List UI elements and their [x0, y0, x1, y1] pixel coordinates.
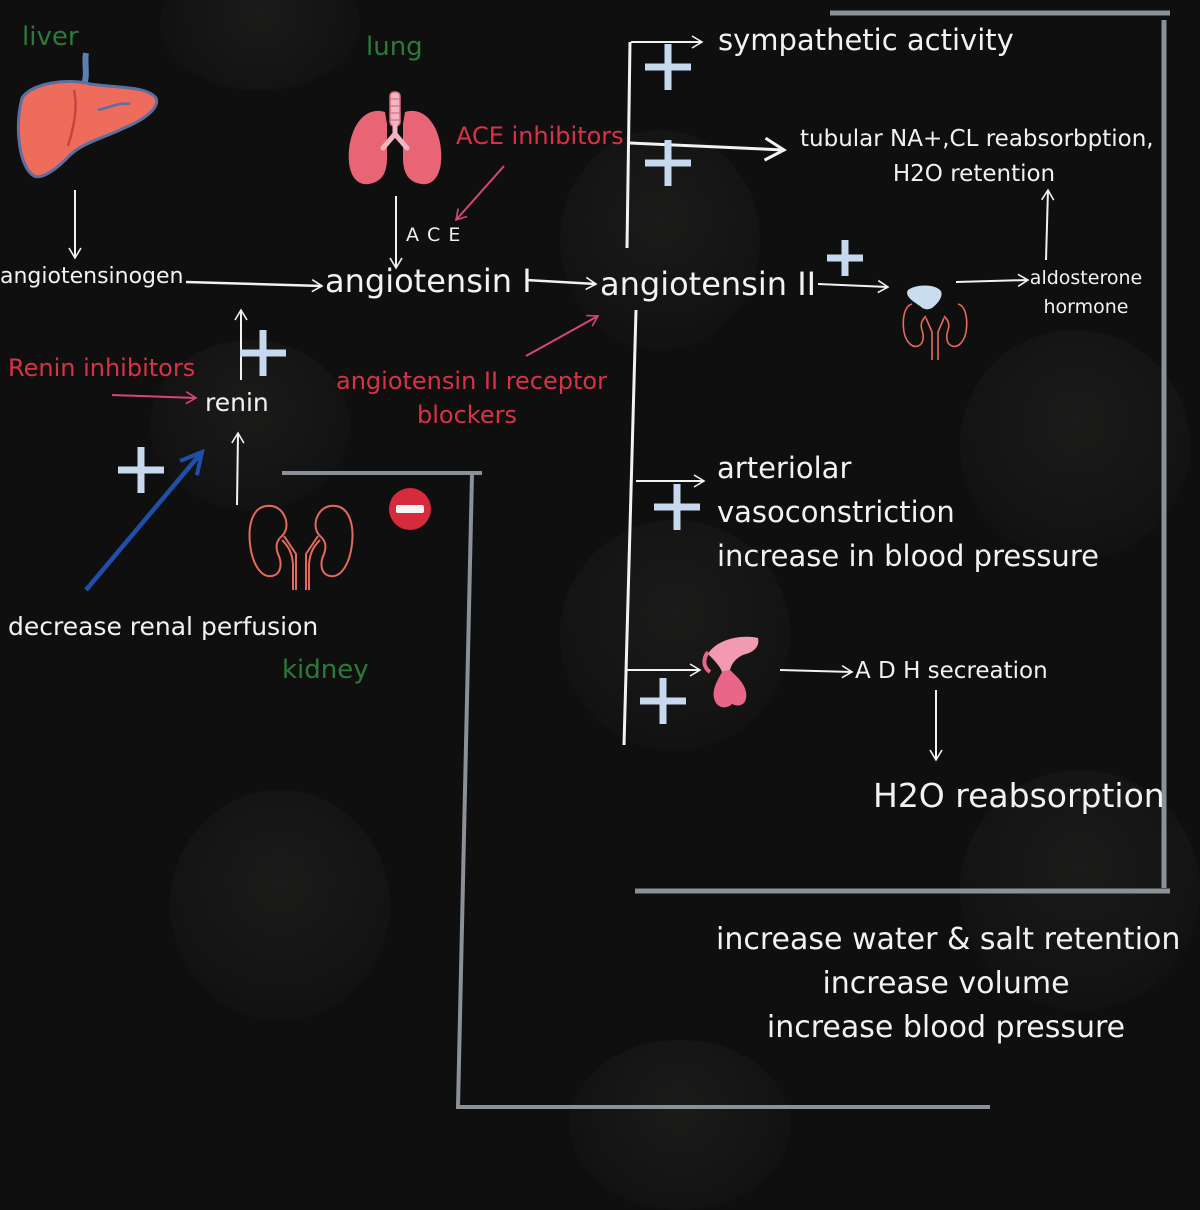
- tubular-line-1: tubular NA+,CL reabsorbption,: [800, 126, 1154, 152]
- node-sympathetic-activity: sympathetic activity: [718, 23, 1014, 57]
- background-disc: [570, 1040, 790, 1210]
- kidney-icon: [248, 504, 354, 590]
- node-angiotensin-ii: angiotensin II: [600, 265, 817, 303]
- background-disc: [560, 520, 790, 750]
- node-tubular-reabsorption: tubular NA+,CL reabsorbption, H2O retent…: [800, 122, 1154, 192]
- plus-sign-sympathetic: [645, 44, 691, 90]
- node-decrease-renal-perfusion: decrease renal perfusion: [8, 612, 319, 641]
- plus-sign-renin: [240, 330, 286, 376]
- renin-inhibitor-arrow: [111, 390, 198, 405]
- plus-sign-adrenal: [827, 240, 863, 276]
- node-aldosterone-hormone: aldosterone hormone: [1026, 264, 1146, 322]
- ace-inhibitor-arrow: [454, 165, 505, 222]
- arrow-angiotensinogen-to-angiotensin-i: [185, 279, 324, 293]
- adrenal-gland-icon: [902, 285, 968, 360]
- arrow-to-tubular: [629, 136, 787, 162]
- arrow-kidney-to-renin: [231, 431, 245, 506]
- node-angiotensinogen: angiotensinogen: [0, 264, 184, 289]
- inhibitor-arb-line-2: blockers: [417, 401, 517, 429]
- lungs-icon: [348, 91, 442, 185]
- inhibitor-arb-line-1: angiotensin II receptor: [336, 367, 607, 395]
- summary-line-2: increase volume: [822, 966, 1070, 1001]
- perfusion-arrow: [84, 452, 202, 592]
- plus-sign-arteriolar: [654, 484, 700, 530]
- bottom-bracket: [282, 471, 990, 1109]
- tubular-line-2: H2O retention: [892, 161, 1056, 187]
- summary-line-3: increase blood pressure: [766, 1010, 1126, 1045]
- arrow-to-adh: [779, 665, 854, 679]
- background-disc: [150, 340, 350, 510]
- background-disc: [960, 330, 1190, 560]
- arrow-adrenal-to-aldosterone: [955, 273, 1030, 287]
- liver-icon: [16, 52, 159, 179]
- pituitary-gland-icon: [702, 636, 759, 708]
- aldosterone-line-2: hormone: [1043, 296, 1129, 318]
- node-h2o-reabsorption: H2O reabsorption: [873, 776, 1165, 815]
- aldosterone-line-1: aldosterone: [1029, 267, 1143, 289]
- node-ace: A C E: [406, 224, 462, 246]
- minus-badge: [389, 488, 431, 530]
- arteriolar-line-3: increase in blood pressure: [717, 539, 1099, 573]
- node-arteriolar-vasoconstriction: arteriolar vasoconstriction increase in …: [717, 446, 1099, 578]
- plus-sign-perfusion: [118, 447, 164, 493]
- plus-sign-tubular: [645, 140, 691, 186]
- plus-signs: [118, 44, 863, 724]
- organ-label-liver: liver: [22, 22, 79, 52]
- plus-sign-pituitary: [640, 678, 686, 724]
- inhibitor-arb: angiotensin II receptor blockers: [336, 364, 607, 432]
- node-angiotensin-i: angiotensin I: [325, 262, 532, 300]
- angiotensin-ii-trunk: [622, 41, 638, 746]
- background-disc: [560, 130, 760, 350]
- summary-outcome: increase water & salt retention increase…: [716, 918, 1181, 1050]
- background-disc: [170, 790, 390, 1020]
- arrow-aldosterone-to-tubular: [1041, 188, 1055, 261]
- arrow-angiotensin-i-to-ii: [525, 276, 598, 291]
- right-bracket: [635, 10, 1170, 894]
- organ-label-lung: lung: [366, 32, 423, 62]
- node-renin: renin: [205, 388, 269, 417]
- arrow-angiotensin-ii-to-adrenal: [817, 279, 890, 294]
- arb-arrow: [525, 314, 600, 357]
- arteriolar-line-1: arteriolar: [717, 451, 852, 485]
- arteriolar-line-2: vasoconstriction: [717, 495, 955, 529]
- node-adh-secretion: A D H secreation: [855, 658, 1048, 684]
- inhibitor-renin: Renin inhibitors: [8, 354, 196, 382]
- summary-line-1: increase water & salt retention: [716, 922, 1181, 957]
- inhibitor-ace: ACE inhibitors: [456, 122, 624, 150]
- organ-label-kidney: kidney: [282, 655, 369, 685]
